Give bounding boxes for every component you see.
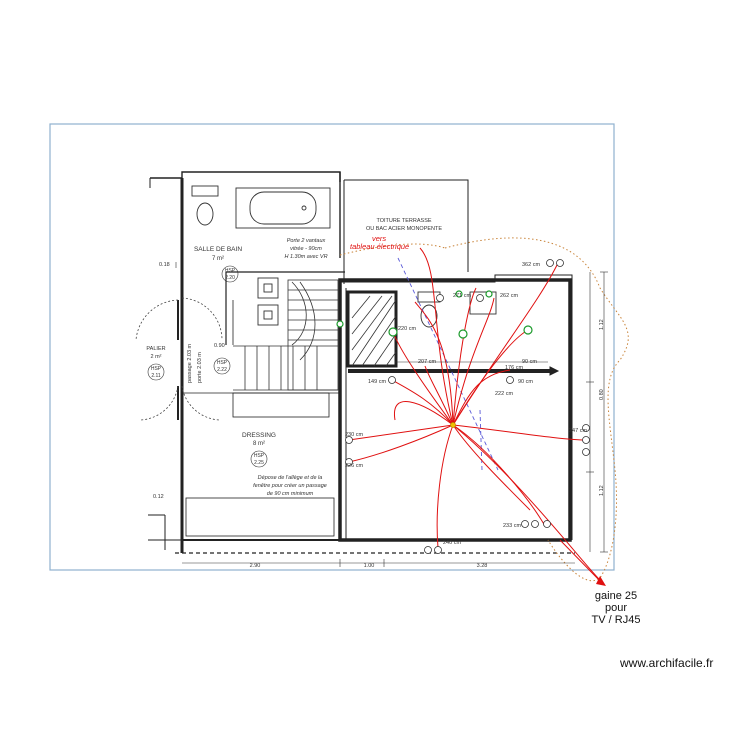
bath-note-3: H 1.30m avec VR (284, 254, 327, 260)
measure-222: 222 cm (495, 391, 513, 397)
landing-vertical-1: passage 2.03 m (187, 343, 193, 383)
measure-233: 233 cm (503, 523, 521, 529)
terrace-line-1: TOITURE TERRASSE (376, 218, 431, 224)
dressing-code-val: 2.25 (254, 460, 264, 466)
dressing-note-3: de 90 cm minimum (267, 491, 314, 497)
callout-line-2: pour (604, 602, 628, 614)
landing-code-val: 2.11 (151, 373, 161, 379)
measure-176: 176 cm (505, 365, 523, 371)
measure-90b: 90 cm (518, 379, 533, 385)
landing-code: HSP (151, 366, 162, 372)
red-cables (348, 247, 601, 581)
dimension-lines (175, 262, 608, 567)
hatched-box (346, 290, 398, 368)
bath-note-2: vitrée - 90cm (290, 246, 322, 252)
measure-362: 362 cm (522, 262, 540, 268)
landing-name: PALIER (146, 346, 165, 352)
dressing-note-2: fenêtre pour créer un passage (253, 483, 327, 489)
landing-area: 2 m² (151, 354, 162, 360)
dim-012: 0.12 (153, 494, 164, 500)
dim-112a: 1.12 (599, 319, 605, 330)
stair-code-val: 2.22 (217, 367, 227, 373)
dim-090: 0.90 (214, 343, 225, 349)
callout-line-1: gaine 25 (594, 590, 638, 602)
bathroom-code-val: 2.20 (225, 275, 235, 281)
bath-note-1: Porte 2 vantaux (287, 238, 326, 244)
staircase (233, 279, 339, 391)
dressing-note-1: Dépose de l'allège et de la (258, 475, 323, 481)
measure-220: 220 cm (398, 326, 416, 332)
measure-247: 247 cm (569, 428, 587, 434)
terrace-line-2: OU BAC ACIER MONOPENTE (366, 226, 442, 232)
measure-149: 149 cm (368, 379, 386, 385)
orange-dotted-outline (444, 237, 629, 582)
washbasin-right (469, 291, 497, 315)
sinks (257, 277, 279, 326)
dim-018: 0.18 (159, 262, 170, 268)
measure-226: 226 cm (345, 463, 363, 469)
dim-080: 0.80 (599, 389, 605, 400)
door-swings (135, 297, 223, 421)
measure-262: 262 cm (500, 293, 518, 299)
dim-112b: 1.12 (599, 485, 605, 496)
stair-code: HSP (217, 360, 228, 366)
bathtub (235, 187, 331, 229)
red-label-tableau: tableau électrique (350, 242, 409, 251)
measure-240: 240 cm (443, 540, 461, 546)
dressing-area: 8 m² (253, 441, 265, 447)
watermark: www.archifacile.fr (620, 656, 714, 670)
dressing-code: HSP (254, 453, 265, 459)
walls (148, 171, 575, 554)
bathroom-area: 7 m² (212, 256, 224, 262)
dim-100: 1.00 (364, 563, 375, 569)
red-label-vers: vers (372, 234, 386, 243)
callout-line-3: TV / RJ45 (591, 614, 641, 626)
toilet-left (191, 185, 219, 226)
green-sockets (336, 290, 533, 339)
callout-tv-rj45: gaine 25 pour TV / RJ45 (568, 590, 664, 626)
dressing-name: DRESSING (242, 432, 276, 439)
bathroom-code: HSP (225, 268, 236, 274)
blue-dash-lines (397, 257, 499, 471)
bathroom-name: SALLE DE BAIN (194, 246, 242, 253)
callout-arrow (596, 576, 606, 586)
dim-328: 3.28 (477, 563, 488, 569)
measure-271: 271 cm (453, 293, 471, 299)
measure-90a: 90 cm (522, 359, 537, 365)
measure-230: 230 cm (345, 432, 363, 438)
landing-vertical-2: porte 2.03 m (197, 352, 203, 383)
sockets (345, 259, 590, 554)
measure-207: 207 cm (418, 359, 436, 365)
dim-290: 2.90 (250, 563, 261, 569)
plan-frame (49, 123, 615, 571)
